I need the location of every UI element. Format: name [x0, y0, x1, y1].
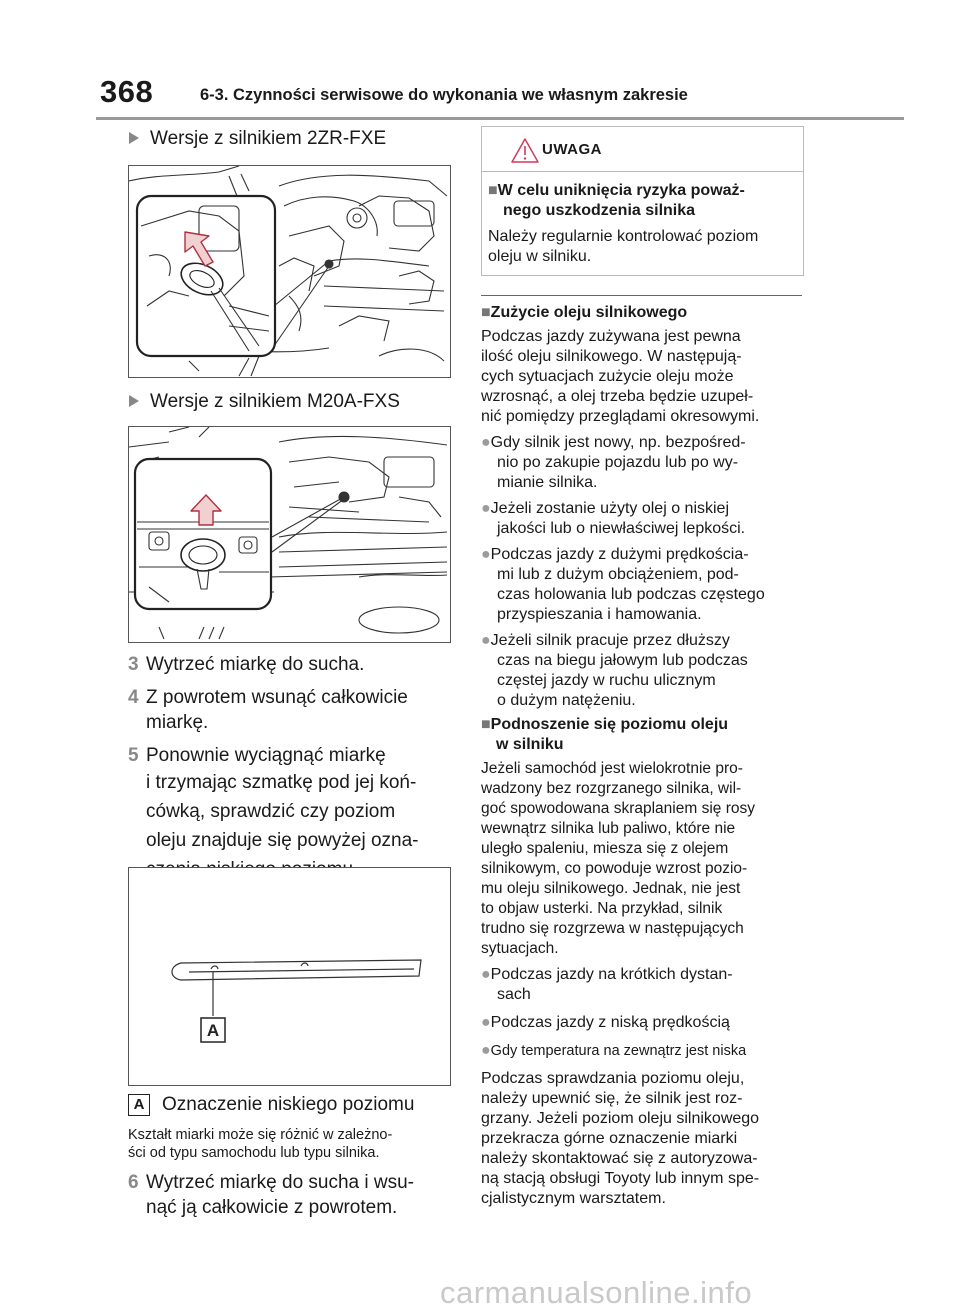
- section-oil-consumption: ■Zużycie oleju silnikowego Podczas jazdy…: [481, 303, 811, 1209]
- engine-heading-m20a: Wersje z silnikiem M20A-FXS: [128, 391, 400, 413]
- dipstick-figure: A: [128, 867, 451, 1086]
- caution-header: UWAGA: [482, 127, 803, 172]
- bullet-dot-icon: ●: [481, 1042, 491, 1059]
- bullet-dot-icon: ●: [481, 632, 491, 649]
- bullet-dot-icon: ●: [481, 546, 491, 563]
- sec2-bullet-2: ●Podczas jazdy z niską prędkością: [481, 1014, 730, 1031]
- sec2-bullet-1: ●Podczas jazdy na krótkich dystan- sach: [481, 966, 733, 1003]
- sec2-paragraph-2: Podczas sprawdzania poziomu oleju, należ…: [481, 1070, 760, 1207]
- sec2-title: ■Podnoszenie się poziomu oleju w silniku: [481, 716, 729, 753]
- sec1-title: ■Zużycie oleju silnikowego: [481, 304, 688, 321]
- sec1-bullet-4: ●Jeżeli silnik pracuje przez dłuższy cza…: [481, 632, 748, 709]
- dipstick-note: Kształt miarki może się różnić w zależno…: [128, 1127, 393, 1161]
- engine-heading-2zr: Wersje z silnikiem 2ZR-FXE: [128, 128, 386, 150]
- legend-label-a: A: [128, 1094, 150, 1116]
- arrow-right-icon: [129, 132, 139, 144]
- engine-bay-illustration-m20a: [129, 427, 448, 640]
- engine-figure-2zr: [128, 165, 451, 378]
- section-title: 6-3. Czynności serwisowe do wykonania we…: [200, 86, 688, 104]
- caution-body: Należy regularnie kontrolować poziom ole…: [488, 228, 759, 265]
- dipstick-illustration: A: [171, 959, 422, 1043]
- square-bullet-icon: ■: [481, 304, 491, 321]
- section-divider: [481, 295, 802, 296]
- header-rule: [96, 117, 904, 120]
- page-number: 368: [100, 74, 154, 109]
- square-bullet-icon: ■: [488, 182, 498, 199]
- sec2-bullet-3: ●Gdy temperatura na zewnątrz jest niska: [481, 1042, 747, 1059]
- sec1-bullet-1: ●Gdy silnik jest nowy, np. bezpośred- ni…: [481, 434, 746, 491]
- caution-heading: ■W celu uniknięcia ryzyka poważ- nego us…: [488, 182, 745, 219]
- bullet-dot-icon: ●: [481, 966, 491, 983]
- caution-title: UWAGA: [542, 141, 602, 158]
- engine-bay-illustration-2zr: [129, 166, 448, 377]
- legend-text: Oznaczenie niskiego poziomu: [162, 1094, 415, 1115]
- caution-box: UWAGA ■W celu uniknięcia ryzyka poważ- n…: [481, 126, 804, 276]
- caution-content: ■W celu uniknięcia ryzyka poważ- nego us…: [482, 172, 803, 267]
- bullet-dot-icon: ●: [481, 1014, 491, 1031]
- figure-label-a: A: [207, 1021, 219, 1040]
- sec1-paragraph: Podczas jazdy zużywana jest pewna ilość …: [481, 328, 760, 425]
- engine-figure-m20a: [128, 426, 451, 643]
- square-bullet-icon: ■: [481, 716, 491, 733]
- legend-row: A Oznaczenie niskiego poziomu: [128, 1094, 414, 1116]
- watermark: carmanualsonline.info: [440, 1275, 753, 1310]
- arrow-right-icon: [129, 395, 139, 407]
- sec1-bullet-2: ●Jeżeli zostanie użyty olej o niskiej ja…: [481, 500, 746, 537]
- sec1-bullet-3: ●Podczas jazdy z dużymi prędkościa- mi l…: [481, 546, 765, 623]
- bullet-dot-icon: ●: [481, 434, 491, 451]
- warning-triangle-icon: [511, 138, 539, 163]
- sec2-paragraph: Jeżeli samochód jest wielokrotnie pro- w…: [481, 760, 755, 957]
- bullet-dot-icon: ●: [481, 500, 491, 517]
